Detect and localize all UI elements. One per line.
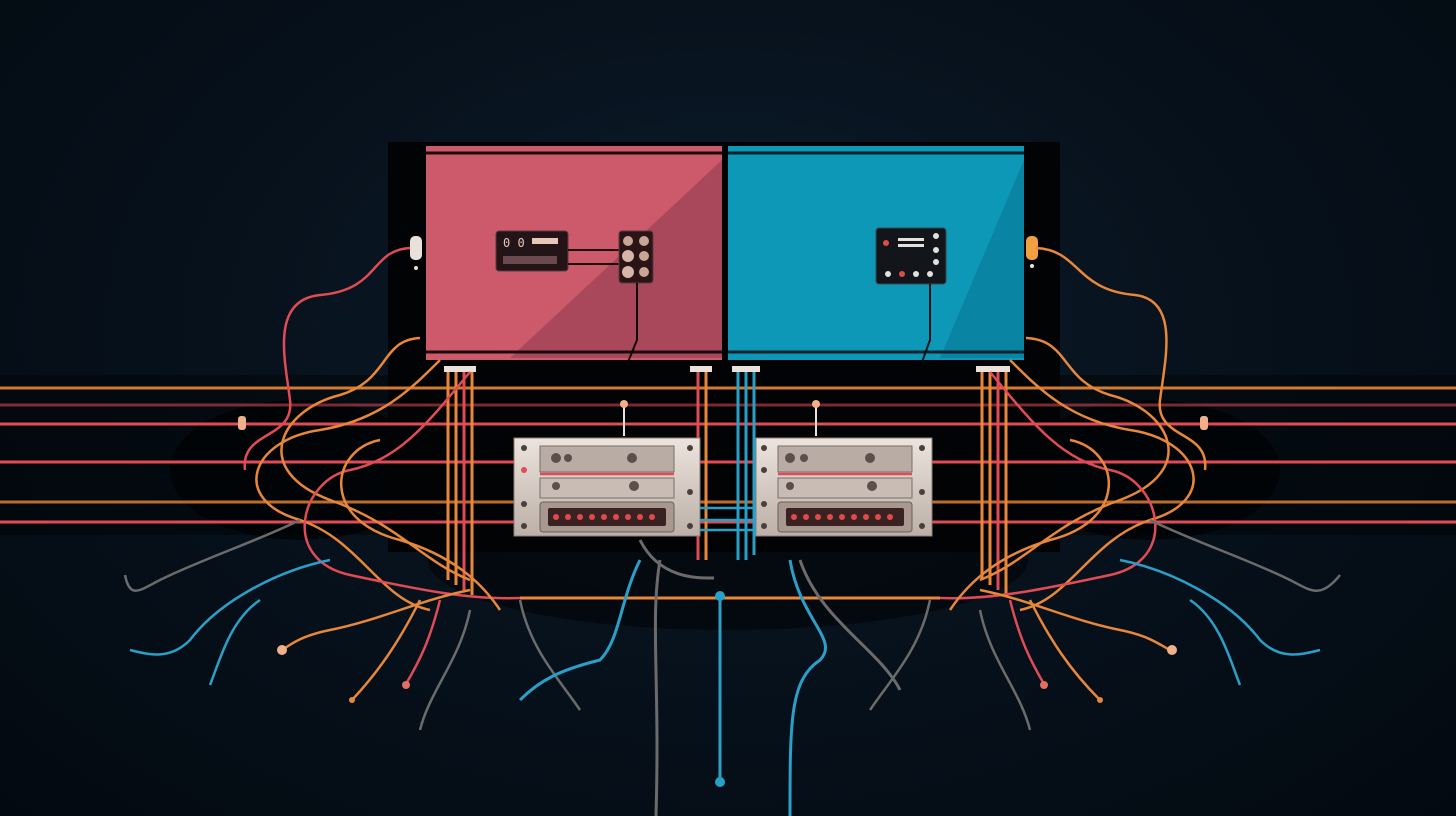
probe-pins (620, 400, 820, 436)
panel-terminal-blocks (444, 366, 1010, 372)
lower-branch-wires (123, 518, 1341, 731)
breaker-module-icon (755, 437, 933, 537)
left-panel: 0 0 (426, 146, 722, 363)
curly-wires-right (939, 246, 1207, 612)
right-panel (728, 146, 1024, 363)
control-display-icon: 0 0 (495, 230, 569, 272)
breaker-module-icon (513, 437, 701, 537)
cable-connector-icon (410, 236, 422, 270)
horizontal-bus-wires (0, 386, 1456, 524)
indicator-panel-icon (875, 227, 947, 285)
knob-cluster-icon (618, 230, 654, 284)
central-spine-wires (518, 539, 940, 816)
inter-module-wires (700, 506, 756, 532)
cable-connector-icon (1026, 236, 1038, 268)
curly-wires-left (243, 246, 521, 612)
shadow-blob-left (170, 400, 430, 540)
svg-text:0 0: 0 0 (503, 236, 525, 250)
shadow-blob-right (1020, 400, 1280, 540)
terminal-nodes (238, 416, 1208, 787)
